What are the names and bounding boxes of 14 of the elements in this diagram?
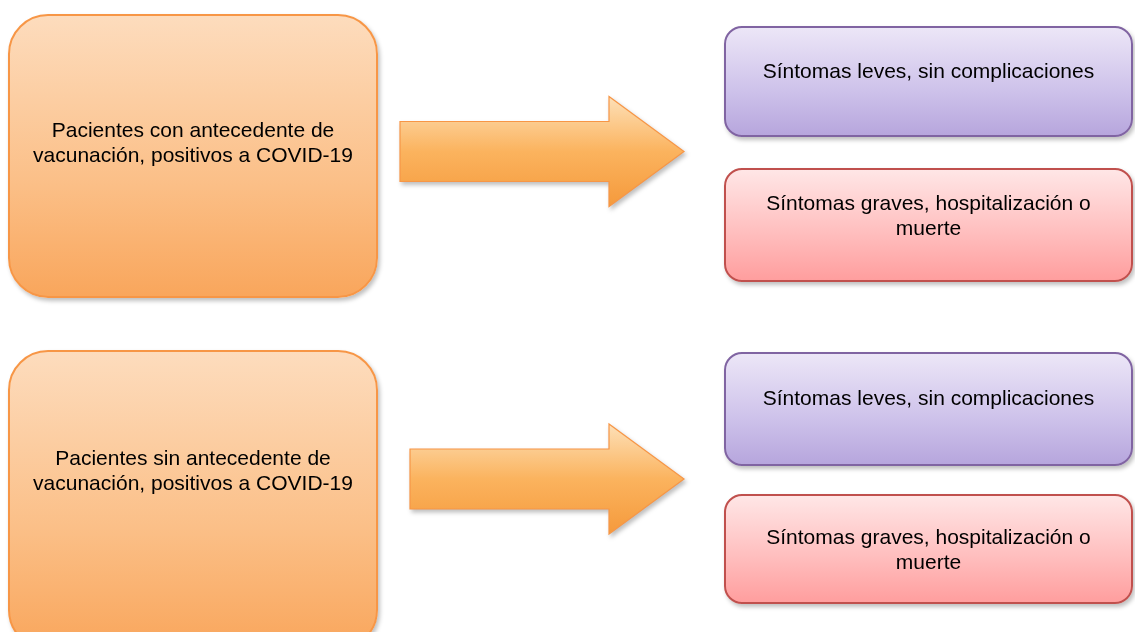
process-box: [724, 494, 1133, 604]
process-box: [8, 350, 378, 632]
box-text: Síntomas leves, sin complicaciones: [761, 385, 1096, 411]
block-arrow: [409, 422, 685, 536]
process-box: [724, 168, 1133, 282]
box-text: Síntomas graves, hospitalización o muerte: [765, 523, 1092, 575]
box-text: Síntomas leves, sin complicaciones: [761, 57, 1096, 84]
process-box: [8, 14, 378, 298]
box-text: Pacientes con antecedente de vacunación, positivos a COVID-19: [32, 116, 354, 168]
process-box: [724, 352, 1133, 466]
box-text: Pacientes sin antecedente de vacunación, positivos a COVID-19: [32, 444, 354, 496]
block-arrow: [399, 95, 685, 208]
box-text: Síntomas graves, hospitalización o muerte: [765, 189, 1092, 241]
process-box: [724, 26, 1133, 137]
